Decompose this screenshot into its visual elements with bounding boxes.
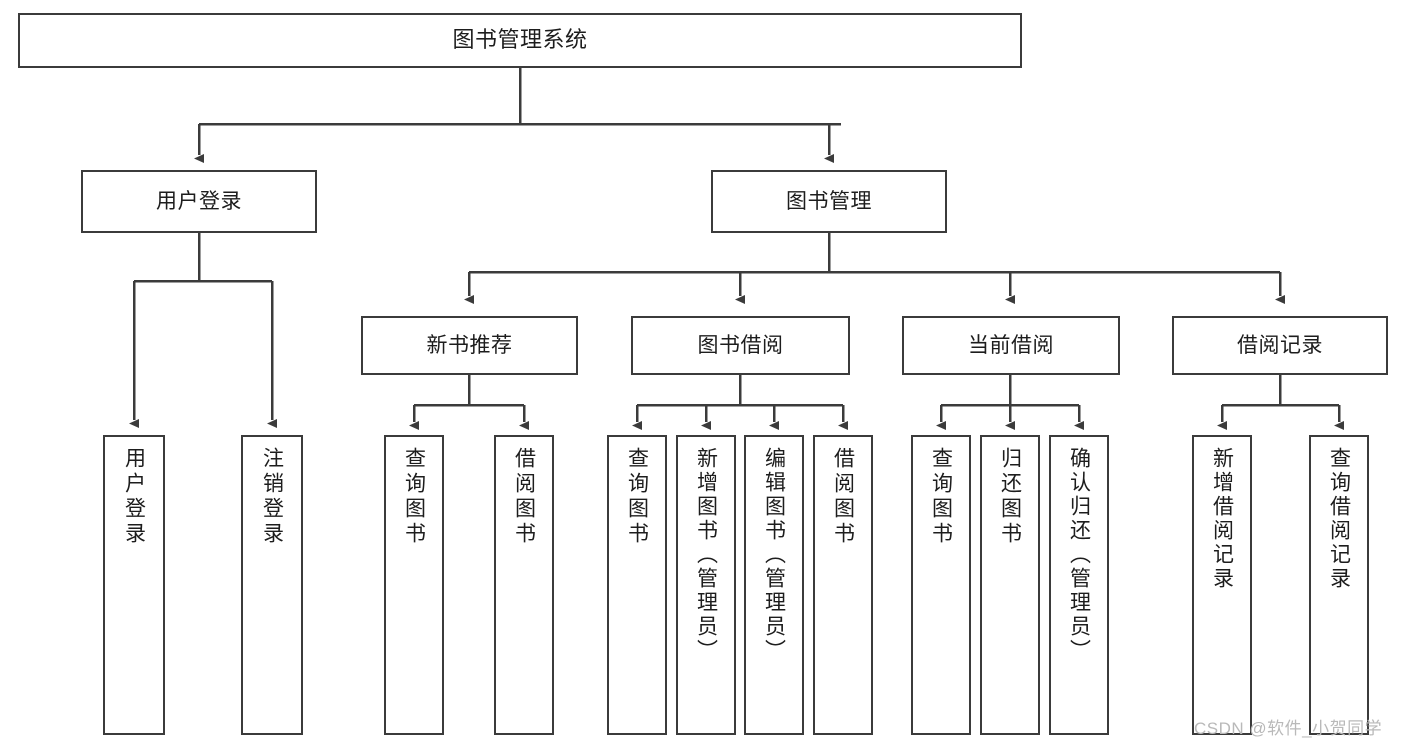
- node-new-book-recommendation[interactable]: 新书推荐: [361, 316, 578, 375]
- node-label: 借阅图书: [512, 447, 536, 547]
- node-label: 编辑图书（管理员）: [762, 447, 786, 663]
- node-label: 注销登录: [260, 447, 284, 547]
- node-leaf-borrow-book-newbook[interactable]: 借阅图书: [494, 435, 554, 735]
- node-current-borrowing[interactable]: 当前借阅: [902, 316, 1120, 375]
- node-label: 新增借阅记录: [1210, 447, 1234, 591]
- node-root-book-management-system[interactable]: 图书管理系统: [18, 13, 1022, 68]
- node-leaf-confirm-return-admin[interactable]: 确认归还（管理员）: [1049, 435, 1109, 735]
- node-label: 新增图书（管理员）: [694, 447, 718, 663]
- node-leaf-add-book-admin[interactable]: 新增图书（管理员）: [676, 435, 736, 735]
- node-label: 归还图书: [998, 447, 1022, 547]
- node-label: 查询图书: [402, 447, 426, 547]
- node-leaf-edit-book-admin[interactable]: 编辑图书（管理员）: [744, 435, 804, 735]
- node-label: 查询借阅记录: [1327, 447, 1351, 591]
- node-label: 确认归还（管理员）: [1067, 447, 1091, 663]
- node-label: 借阅图书: [831, 447, 855, 547]
- node-book-management[interactable]: 图书管理: [711, 170, 947, 233]
- node-label: 图书管理系统: [452, 27, 588, 53]
- node-label: 查询图书: [929, 447, 953, 547]
- node-label: 图书借阅: [697, 333, 784, 357]
- node-label: 借阅记录: [1237, 333, 1323, 357]
- node-user-login[interactable]: 用户登录: [81, 170, 317, 233]
- node-leaf-query-book-newbook[interactable]: 查询图书: [384, 435, 444, 735]
- node-leaf-borrow-book[interactable]: 借阅图书: [813, 435, 873, 735]
- node-borrowing-records[interactable]: 借阅记录: [1172, 316, 1388, 375]
- node-label: 用户登录: [156, 189, 242, 213]
- node-leaf-query-book-borrow[interactable]: 查询图书: [607, 435, 667, 735]
- node-leaf-query-book-current[interactable]: 查询图书: [911, 435, 971, 735]
- node-label: 图书管理: [786, 189, 872, 213]
- node-leaf-user-logout[interactable]: 注销登录: [241, 435, 303, 735]
- node-label: 当前借阅: [968, 333, 1054, 357]
- node-label: 查询图书: [625, 447, 649, 547]
- node-label: 用户登录: [122, 447, 146, 547]
- node-leaf-add-borrowing-record[interactable]: 新增借阅记录: [1192, 435, 1252, 735]
- node-leaf-user-login[interactable]: 用户登录: [103, 435, 165, 735]
- node-leaf-return-book[interactable]: 归还图书: [980, 435, 1040, 735]
- node-label: 新书推荐: [426, 333, 513, 357]
- node-leaf-query-borrowing-record[interactable]: 查询借阅记录: [1309, 435, 1369, 735]
- node-book-borrowing[interactable]: 图书借阅: [631, 316, 850, 375]
